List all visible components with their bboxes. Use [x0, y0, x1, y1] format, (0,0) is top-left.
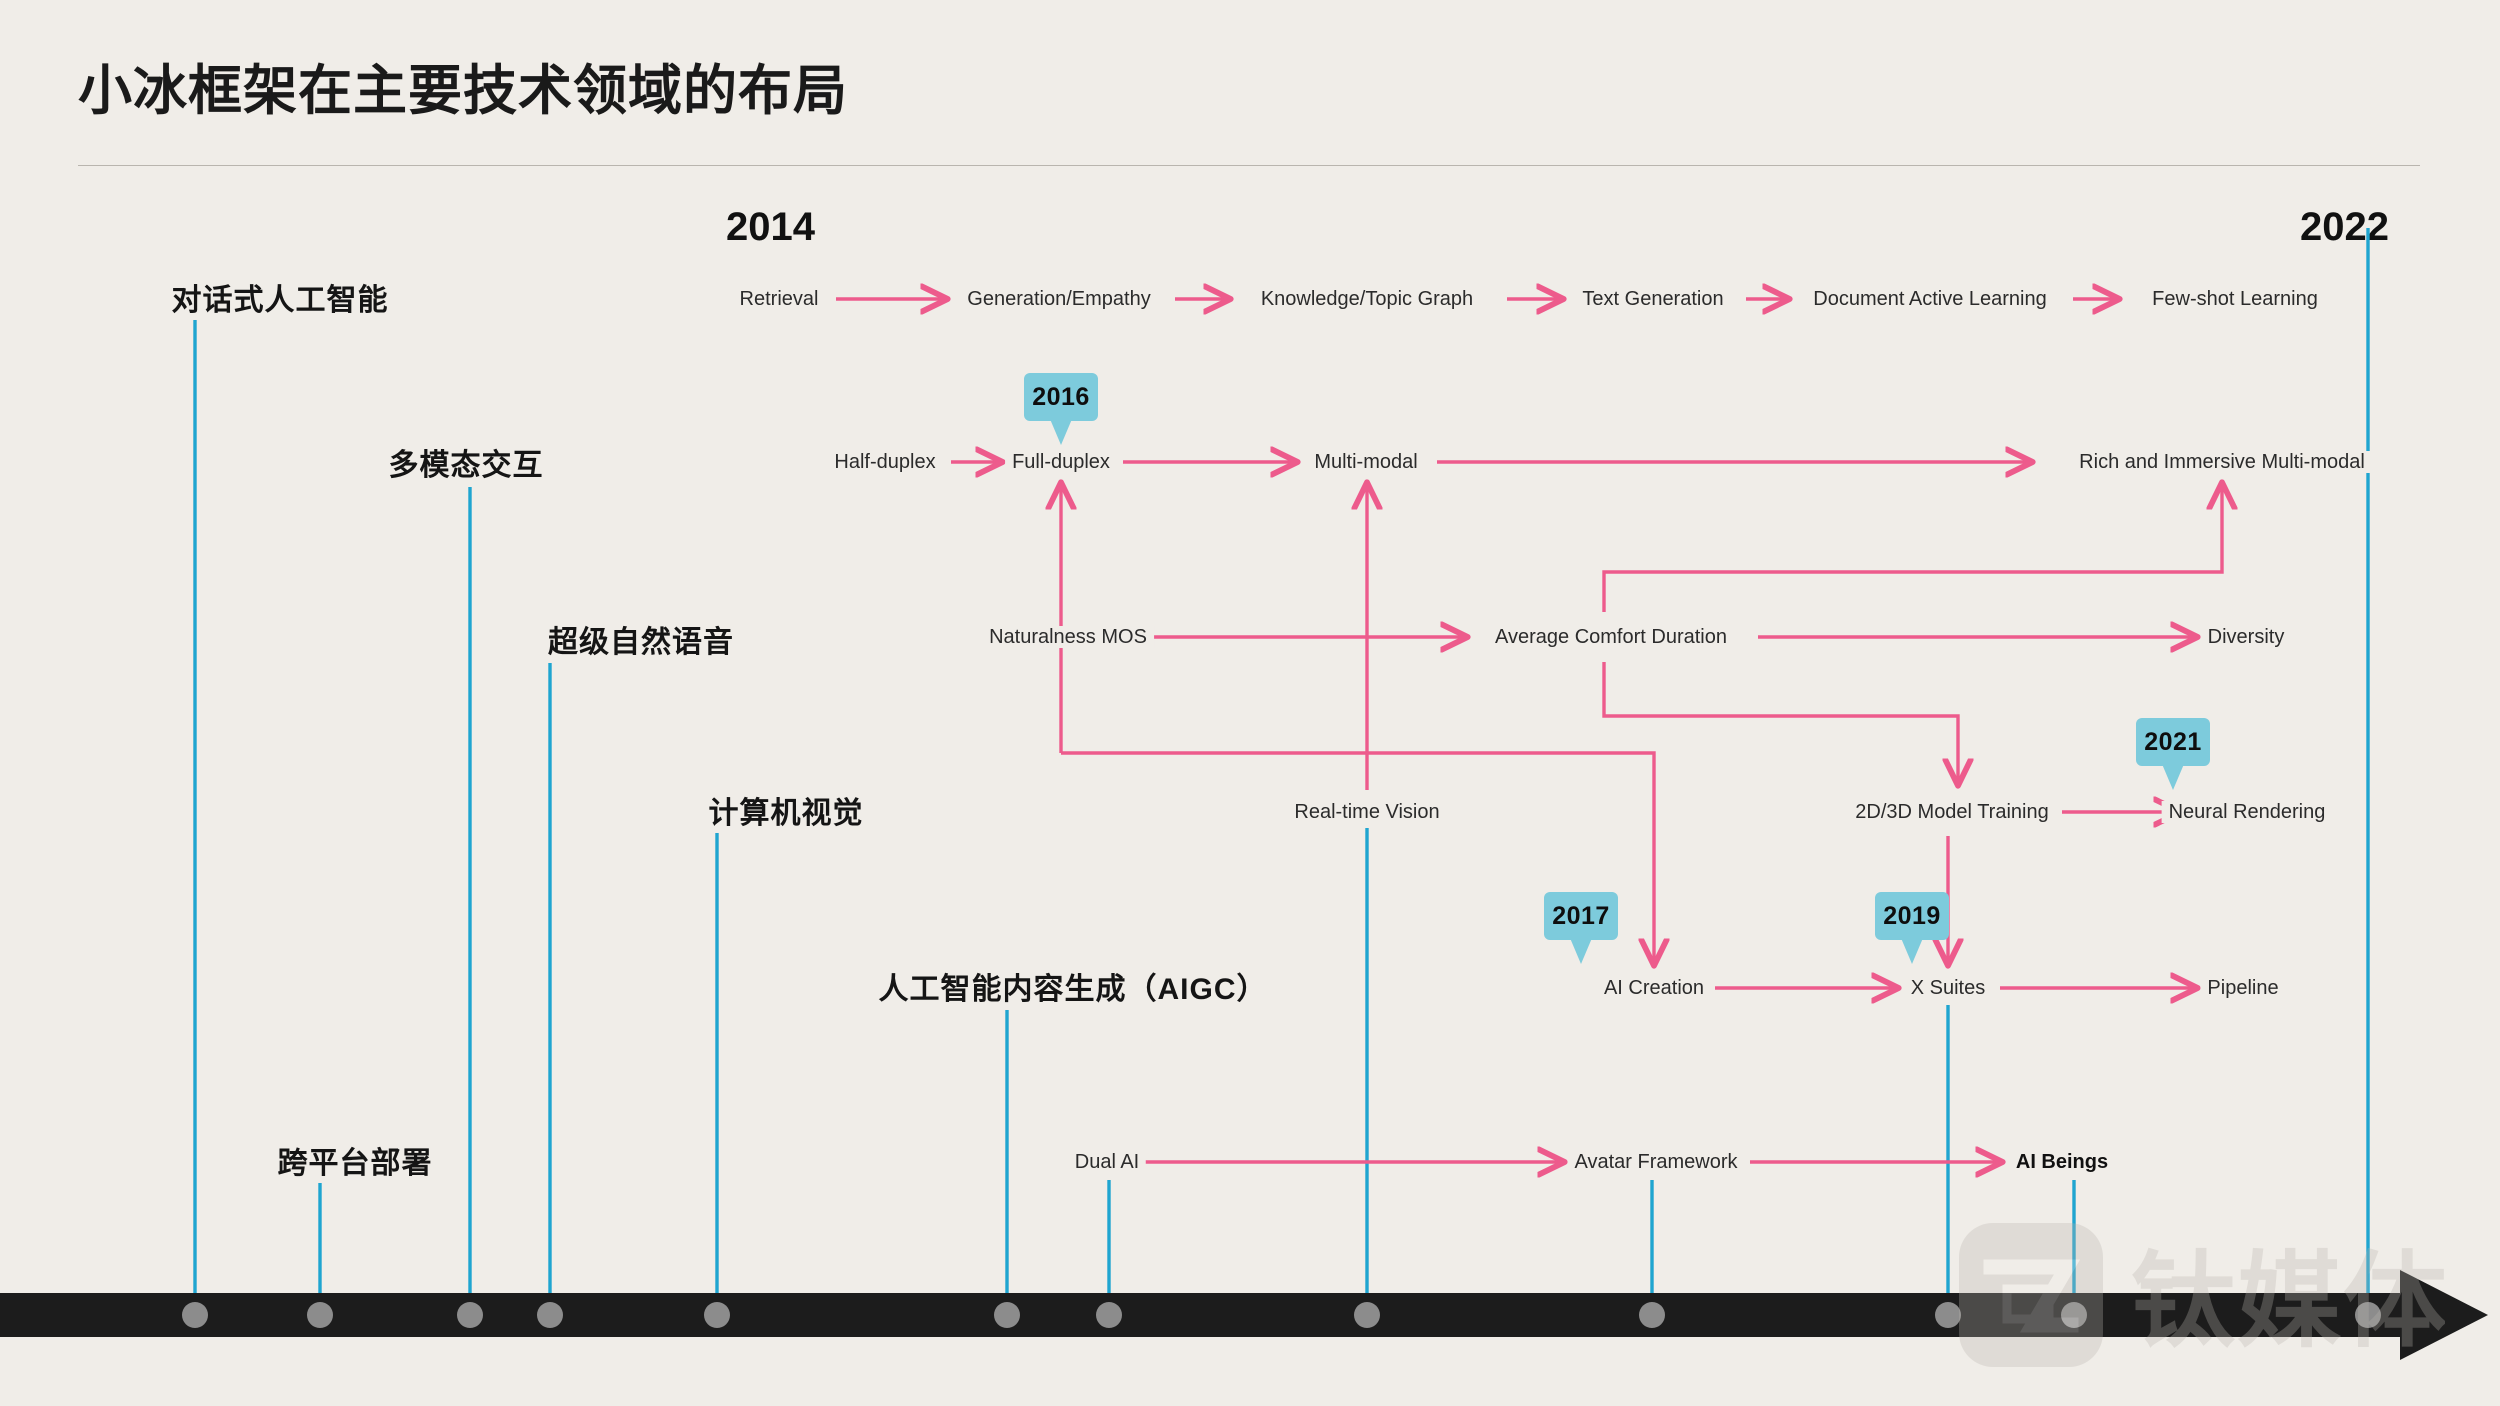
timeline-tick-dot — [994, 1302, 1020, 1328]
timeline-tick-dot — [1096, 1302, 1122, 1328]
node-average-comfort-duration[interactable]: Average Comfort Duration — [1488, 626, 1734, 648]
timeline-tick-dot — [1935, 1302, 1961, 1328]
timeline-tick-dot — [704, 1302, 730, 1328]
node-text-generation[interactable]: Text Generation — [1575, 288, 1731, 310]
node-knowledge-topic-graph[interactable]: Knowledge/Topic Graph — [1253, 288, 1481, 310]
node-half-duplex[interactable]: Half-duplex — [827, 451, 943, 473]
category-label-conversational-ai: 对话式人工智能 — [171, 284, 389, 317]
year-badge-2019[interactable]: 2019 — [1875, 892, 1949, 940]
node-real-time-vision[interactable]: Real-time Vision — [1287, 801, 1447, 823]
category-label-computer-vision: 计算机视觉 — [708, 797, 864, 830]
node-avatar-framework[interactable]: Avatar Framework — [1567, 1151, 1745, 1173]
page-title: 小冰框架在主要技术领域的布局 — [78, 61, 848, 121]
node-naturalness-mos[interactable]: Naturalness MOS — [982, 626, 1154, 648]
node-retrieval[interactable]: Retrieval — [732, 288, 826, 310]
node-dual-ai[interactable]: Dual AI — [1067, 1151, 1147, 1173]
timeline-tick-dot — [1639, 1302, 1665, 1328]
timeline-tick-dot — [537, 1302, 563, 1328]
node-neural-rendering[interactable]: Neural Rendering — [2161, 801, 2333, 823]
category-label-multimodal-interaction: 多模态交互 — [388, 449, 544, 482]
node-stems — [1107, 228, 2370, 1315]
node-multi-modal[interactable]: Multi-modal — [1307, 451, 1425, 473]
title-divider — [78, 165, 2420, 166]
timeline-end-year: 2022 — [2300, 205, 2389, 249]
year-badge-2016[interactable]: 2016 — [1024, 373, 1098, 421]
node-2d-3d-model-training[interactable]: 2D/3D Model Training — [1848, 801, 2056, 823]
node-pipeline[interactable]: Pipeline — [2200, 977, 2286, 999]
timeline-tick-dot — [1354, 1302, 1380, 1328]
category-label-super-natural-voice: 超级自然语音 — [548, 626, 734, 659]
category-label-cross-platform-deployment: 跨平台部署 — [277, 1147, 433, 1180]
timeline-tick-dot — [2061, 1302, 2087, 1328]
timeline-tick-dot — [457, 1302, 483, 1328]
node-full-duplex[interactable]: Full-duplex — [1005, 451, 1117, 473]
timeline-start-year: 2014 — [726, 205, 815, 249]
node-diversity[interactable]: Diversity — [2200, 626, 2292, 648]
timeline-bar — [0, 1293, 2420, 1337]
category-label-aigc: 人工智能内容生成（AIGC） — [878, 973, 1268, 1006]
timeline-arrowhead-icon — [2400, 1270, 2488, 1360]
timeline-tick-dot — [307, 1302, 333, 1328]
timeline-tick-dot — [182, 1302, 208, 1328]
year-badge-2017[interactable]: 2017 — [1544, 892, 1618, 940]
node-ai-creation[interactable]: AI Creation — [1596, 977, 1712, 999]
node-document-active-learning[interactable]: Document Active Learning — [1806, 288, 2054, 310]
node-few-shot-learning[interactable]: Few-shot Learning — [2145, 288, 2325, 310]
timeline-tick-dot — [2355, 1302, 2381, 1328]
node-ai-beings[interactable]: AI Beings — [2008, 1151, 2116, 1173]
year-badge-2021[interactable]: 2021 — [2136, 718, 2210, 766]
node-x-suites[interactable]: X Suites — [1903, 977, 1993, 999]
pink-connectors — [836, 299, 2222, 1162]
node-generation-empathy[interactable]: Generation/Empathy — [960, 288, 1158, 310]
node-rich-immersive-multimodal[interactable]: Rich and Immersive Multi-modal — [2072, 451, 2372, 473]
